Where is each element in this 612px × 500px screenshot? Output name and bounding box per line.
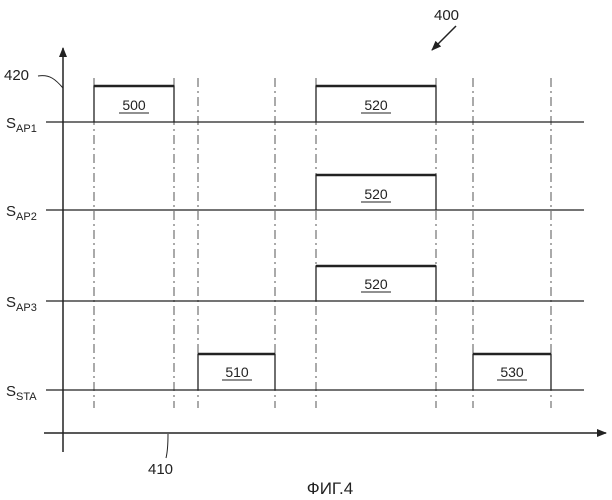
signal-label-ap2: SAP2 (6, 203, 37, 223)
pulse-label: 500 (122, 97, 146, 113)
pulse-520-ap3: 520 (316, 266, 436, 301)
pulse-label: 510 (225, 364, 249, 380)
pulse-label: 520 (364, 97, 388, 113)
signal-label-ap1: SAP1 (6, 115, 37, 135)
pulse-520-ap1: 520 (316, 86, 436, 122)
pulses: 500 520 520 520 510 (94, 86, 551, 390)
signal-labels: SAP1 SAP2 SAP3 SSTA (6, 115, 37, 403)
signal-baselines (46, 122, 584, 390)
ref-leader-410 (166, 434, 168, 458)
ref-leader-420 (38, 76, 63, 88)
ref-arrow-400 (432, 26, 456, 50)
pulse-500: 500 (94, 86, 174, 122)
signal-label-ap3: SAP3 (6, 294, 37, 314)
ref-label-410: 410 (148, 461, 173, 478)
signal-label-sta: SSTA (6, 383, 37, 403)
pulse-530: 530 (473, 354, 551, 390)
ref-label-400: 400 (434, 7, 459, 24)
pulse-label: 520 (364, 276, 388, 292)
ref-label-420: 420 (4, 67, 29, 84)
pulse-520-ap2: 520 (316, 175, 436, 210)
pulse-label: 520 (364, 186, 388, 202)
pulse-510: 510 (198, 354, 275, 390)
pulse-label: 530 (500, 364, 524, 380)
time-guides (94, 78, 551, 408)
figure-caption: ФИГ.4 (307, 479, 353, 498)
